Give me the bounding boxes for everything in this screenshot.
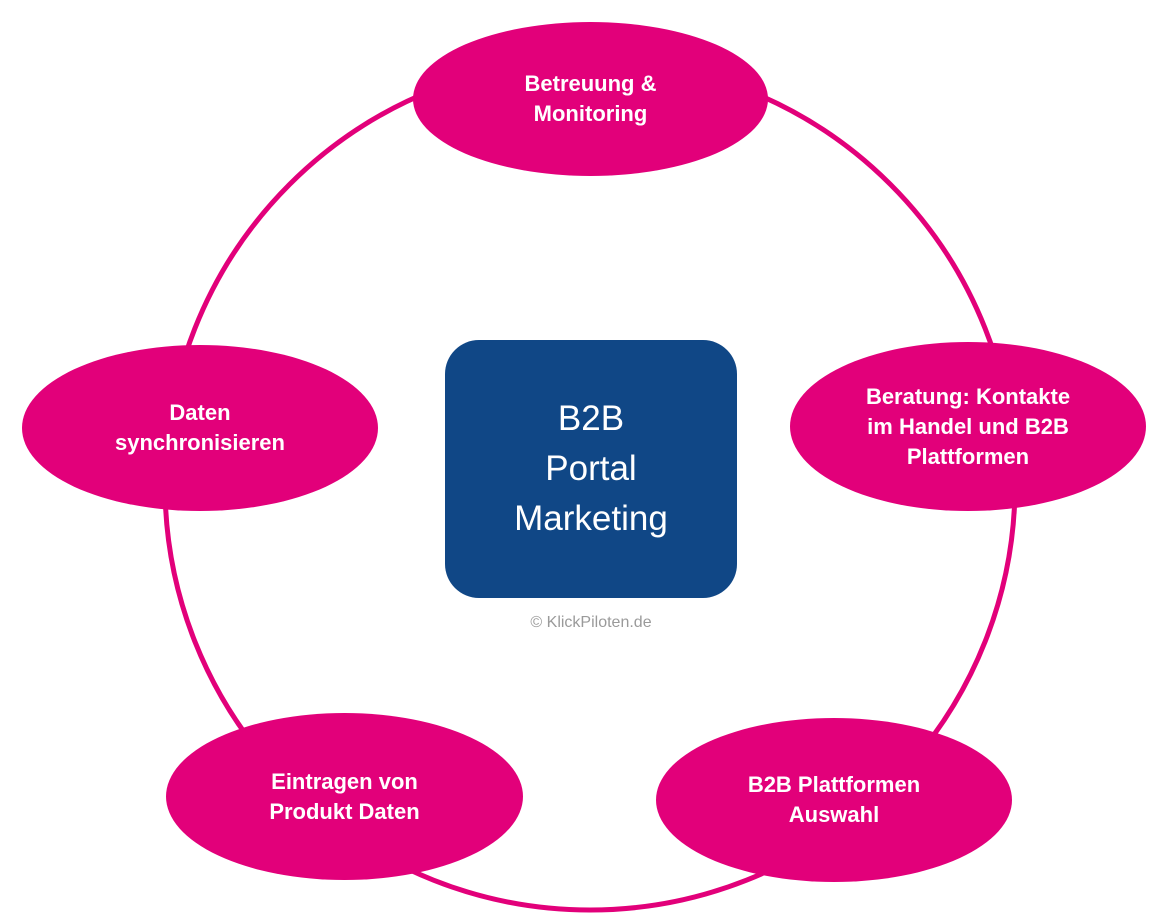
- node-daten-synchronisieren: Daten synchronisieren: [22, 345, 378, 511]
- node-auswahl-label: B2B Plattformen Auswahl: [747, 772, 921, 827]
- node-beratung-kontakte: Beratung: Kontakte im Handel und B2B Pla…: [790, 342, 1146, 511]
- node-beratung-label: Beratung: Kontakte im Handel und B2B Pla…: [865, 383, 1071, 469]
- node-betreuung-label: Betreuung & Monitoring: [524, 71, 657, 126]
- center-title-line-2: Portal: [545, 449, 637, 488]
- node-eintragen-label: Eintragen von Produkt Daten: [269, 768, 420, 824]
- node-eintragen-produkt-daten: Eintragen von Produkt Daten: [166, 713, 523, 880]
- copyright-text: © KlickPiloten.de: [530, 614, 652, 631]
- node-daten-label: Daten synchronisieren: [115, 400, 285, 455]
- center-title-line-3: Marketing: [514, 499, 668, 538]
- node-b2b-plattformen-auswahl: B2B Plattformen Auswahl: [656, 718, 1012, 882]
- node-betreuung-monitoring: Betreuung & Monitoring: [413, 22, 768, 176]
- center-box-b2b-portal-marketing: B2B Portal Marketing: [445, 340, 737, 598]
- center-title-line-1: B2B: [557, 399, 625, 438]
